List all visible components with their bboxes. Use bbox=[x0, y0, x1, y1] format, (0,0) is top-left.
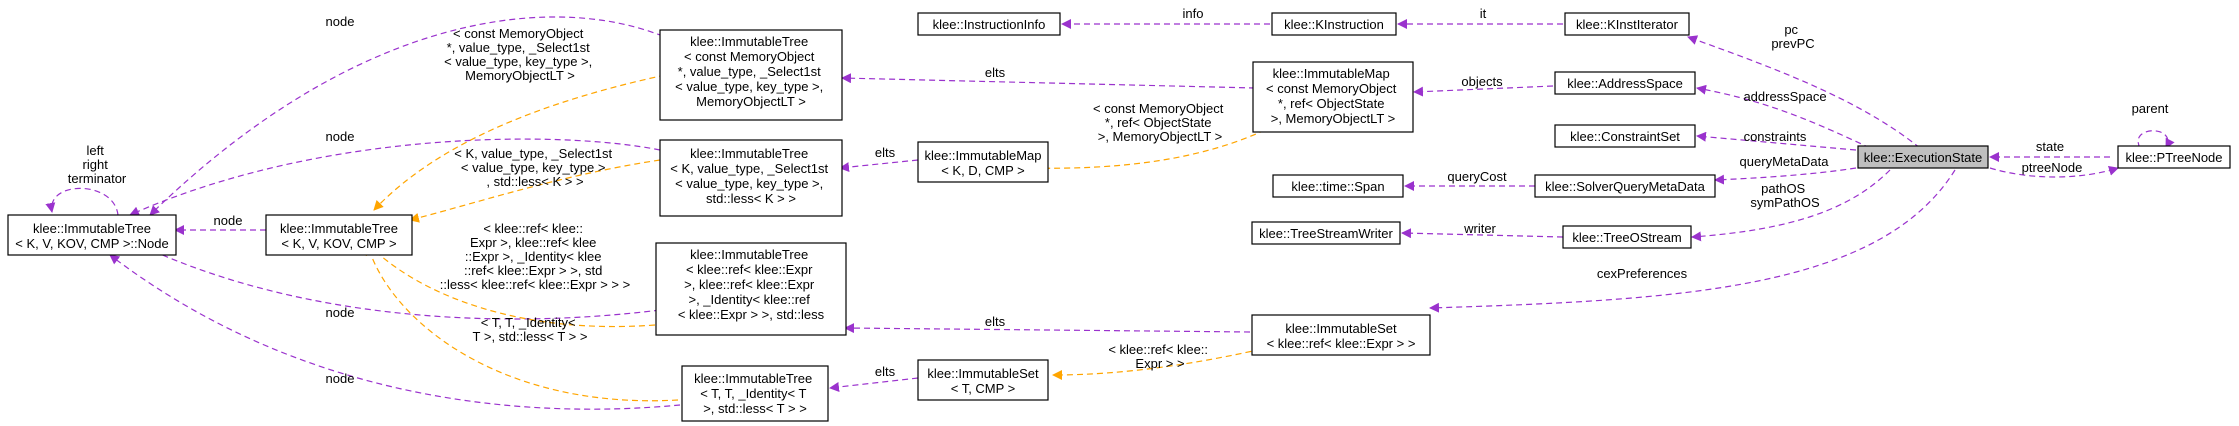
svg-text:klee::time::Span: klee::time::Span bbox=[1291, 179, 1384, 194]
node-time-span[interactable]: klee::time::Span bbox=[1272, 174, 1404, 198]
label-node-kv: node bbox=[214, 213, 243, 228]
label-node-mid: node bbox=[326, 129, 355, 144]
label-info: info bbox=[1183, 6, 1204, 21]
label-state: state bbox=[2036, 139, 2064, 154]
edge-tmpl-expr-tree bbox=[369, 245, 656, 328]
label-node-bottom: node bbox=[326, 371, 355, 386]
node-constraintset[interactable]: klee::ConstraintSet bbox=[1554, 124, 1696, 148]
node-executionstate[interactable]: klee::ExecutionState bbox=[1857, 145, 1989, 169]
svg-text:klee::ImmutableSet< klee::ref<: klee::ImmutableSet< klee::ref< klee::Exp… bbox=[1267, 321, 1416, 351]
svg-text:klee::ImmutableTree < kl: klee::ImmutableTree < klee::ref< klee::E… bbox=[678, 247, 825, 322]
label-elts-memobj: elts bbox=[985, 65, 1006, 80]
svg-text:klee::ImmutableTree < co: klee::ImmutableTree < const MemoryObject… bbox=[675, 34, 827, 109]
edge-ptree-node bbox=[1989, 165, 2119, 178]
edge-self-node bbox=[45, 187, 119, 216]
node-immutabletree-identity[interactable]: klee::ImmutableTree < T, T, _Identity< T… bbox=[681, 365, 829, 422]
edge-node-bottom bbox=[109, 254, 681, 410]
edge-address-space bbox=[1696, 84, 1871, 149]
node-kinstiterator[interactable]: klee::KInstIterator bbox=[1564, 12, 1690, 36]
label-query-meta: queryMetaData bbox=[1740, 154, 1830, 169]
svg-text:klee::AddressSpace: klee::AddressSpace bbox=[1567, 76, 1683, 91]
svg-text:klee::KInstIterator: klee::KInstIterator bbox=[1576, 17, 1679, 32]
label-ptree-node: ptreeNode bbox=[2022, 160, 2083, 175]
label-node-low: node bbox=[326, 305, 355, 320]
edge-constraints bbox=[1696, 131, 1857, 151]
node-treestreamwriter[interactable]: klee::TreeStreamWriter bbox=[1251, 221, 1401, 245]
label-elts-select: elts bbox=[875, 145, 896, 160]
node-treeostream[interactable]: klee::TreeOStream bbox=[1562, 225, 1692, 249]
edge-objects bbox=[1413, 85, 1554, 97]
node-immutableset-tcmp[interactable]: klee::ImmutableSet< T, CMP > bbox=[917, 359, 1049, 401]
label-self-node: left right terminator bbox=[68, 143, 127, 186]
label-path-os: pathOS symPathOS bbox=[1750, 181, 1820, 210]
edge-tmpl-identity bbox=[365, 245, 679, 402]
label-parent: parent bbox=[2132, 101, 2169, 116]
edge-elts-identity bbox=[829, 377, 919, 392]
node-immutabletree-kv[interactable]: klee::ImmutableTree< K, V, KOV, CMP > bbox=[265, 214, 413, 256]
svg-text:klee::ImmutableTree < K,: klee::ImmutableTree < K, value_type, _Se… bbox=[670, 146, 832, 206]
label-query-cost: queryCost bbox=[1447, 169, 1507, 184]
edge-elts-memobj bbox=[841, 73, 1256, 89]
node-solverquerymetadata[interactable]: klee::SolverQueryMetaData bbox=[1534, 174, 1716, 198]
node-addressspace[interactable]: klee::AddressSpace bbox=[1554, 71, 1696, 95]
label-tmpl-expr-set: < klee::ref< klee:: Expr > > bbox=[1108, 342, 1211, 371]
svg-text:klee::KInstruction: klee::KInstruction bbox=[1284, 17, 1384, 32]
node-immutabletree-node[interactable]: klee::ImmutableTree< K, V, KOV, CMP >::N… bbox=[7, 214, 177, 256]
edge-elts-select bbox=[839, 159, 919, 173]
svg-text:klee::ImmutableMap < con: klee::ImmutableMap < const MemoryObject … bbox=[1266, 66, 1400, 126]
edge-cex bbox=[1429, 169, 1956, 313]
label-cex: cexPreferences bbox=[1597, 266, 1688, 281]
label-elts-expr: elts bbox=[985, 314, 1006, 329]
edge-node-mid bbox=[129, 138, 661, 216]
edge-query-meta bbox=[1714, 167, 1857, 185]
edge-tmpl-const-memobj bbox=[1027, 129, 1266, 174]
label-tmpl-const-memobj: < const MemoryObject *, value_type, _Sel… bbox=[444, 26, 596, 83]
label-address-space: addressSpace bbox=[1743, 89, 1826, 104]
node-immutablemap-kd[interactable]: klee::ImmutableMap< K, D, CMP > bbox=[917, 141, 1049, 183]
svg-text:klee::SolverQueryMetaData: klee::SolverQueryMetaData bbox=[1545, 179, 1705, 194]
edge-tmpl-expr-set bbox=[1052, 339, 1301, 380]
edge-path-os bbox=[1691, 169, 1891, 242]
svg-text:klee::TreeOStream: klee::TreeOStream bbox=[1572, 230, 1681, 245]
label-node-top: node bbox=[326, 14, 355, 29]
node-immutableset-expr[interactable]: klee::ImmutableSet< klee::ref< klee::Exp… bbox=[1251, 314, 1431, 356]
svg-text:klee::ImmutableSet< T, CMP >: klee::ImmutableSet< T, CMP > bbox=[927, 366, 1039, 396]
label-pc: pc prevPC bbox=[1771, 22, 1814, 51]
label-tmpl-expr-tree: < klee::ref< klee:: Expr >, klee::ref< k… bbox=[440, 221, 630, 292]
edge-node-top bbox=[149, 16, 673, 216]
label-tmpl-memobj: < const MemoryObject *, ref< ObjectState… bbox=[1093, 101, 1227, 144]
svg-text:klee::ExecutionState: klee::ExecutionState bbox=[1864, 150, 1983, 165]
node-immutabletree-select[interactable]: klee::ImmutableTree < K, value_type, _Se… bbox=[659, 139, 843, 217]
edge-tmpl-memobj bbox=[373, 74, 666, 211]
svg-text:klee::TreeStreamWriter: klee::TreeStreamWriter bbox=[1259, 226, 1393, 241]
edge-pc bbox=[1687, 35, 1921, 149]
node-ptreenode[interactable]: klee::PTreeNode bbox=[2117, 145, 2231, 169]
node-kinstruction[interactable]: klee::KInstruction bbox=[1271, 12, 1397, 36]
label-constraints: constraints bbox=[1744, 129, 1807, 144]
label-elts-identity: elts bbox=[875, 364, 896, 379]
node-immutabletree-memobj[interactable]: klee::ImmutableTree < const MemoryObject… bbox=[659, 29, 843, 121]
edge-elts-expr bbox=[844, 323, 1251, 334]
svg-text:klee::ImmutableMap< K, D, CMP: klee::ImmutableMap< K, D, CMP > bbox=[924, 148, 1041, 178]
svg-text:klee::ConstraintSet: klee::ConstraintSet bbox=[1570, 129, 1680, 144]
node-instructioninfo[interactable]: klee::InstructionInfo bbox=[917, 12, 1061, 36]
svg-text:klee::ImmutableTree < T,: klee::ImmutableTree < T, T, _Identity< T… bbox=[694, 371, 816, 416]
svg-text:klee::PTreeNode: klee::PTreeNode bbox=[2125, 150, 2222, 165]
svg-text:klee::ImmutableTree< K, V, KOV: klee::ImmutableTree< K, V, KOV, CMP > bbox=[280, 221, 398, 251]
edge-tmpl-select bbox=[409, 159, 661, 223]
node-immutablemap-objects[interactable]: klee::ImmutableMap < const MemoryObject … bbox=[1252, 61, 1414, 133]
svg-text:klee::InstructionInfo: klee::InstructionInfo bbox=[933, 17, 1046, 32]
label-writer: writer bbox=[1463, 221, 1496, 236]
label-it: it bbox=[1480, 6, 1487, 21]
label-tmpl-select: < K, value_type, _Select1st < value_type… bbox=[454, 146, 616, 189]
label-objects: objects bbox=[1461, 74, 1503, 89]
node-immutabletree-expr[interactable]: klee::ImmutableTree < klee::ref< klee::E… bbox=[655, 242, 847, 336]
edge-writer bbox=[1401, 228, 1564, 239]
svg-text:klee::ImmutableTree< K, V, KOV: klee::ImmutableTree< K, V, KOV, CMP >::N… bbox=[15, 221, 168, 251]
label-tmpl-identity: < T, T, _Identity< T >, std::less< T > > bbox=[473, 315, 588, 344]
edge-node-low bbox=[139, 244, 661, 320]
